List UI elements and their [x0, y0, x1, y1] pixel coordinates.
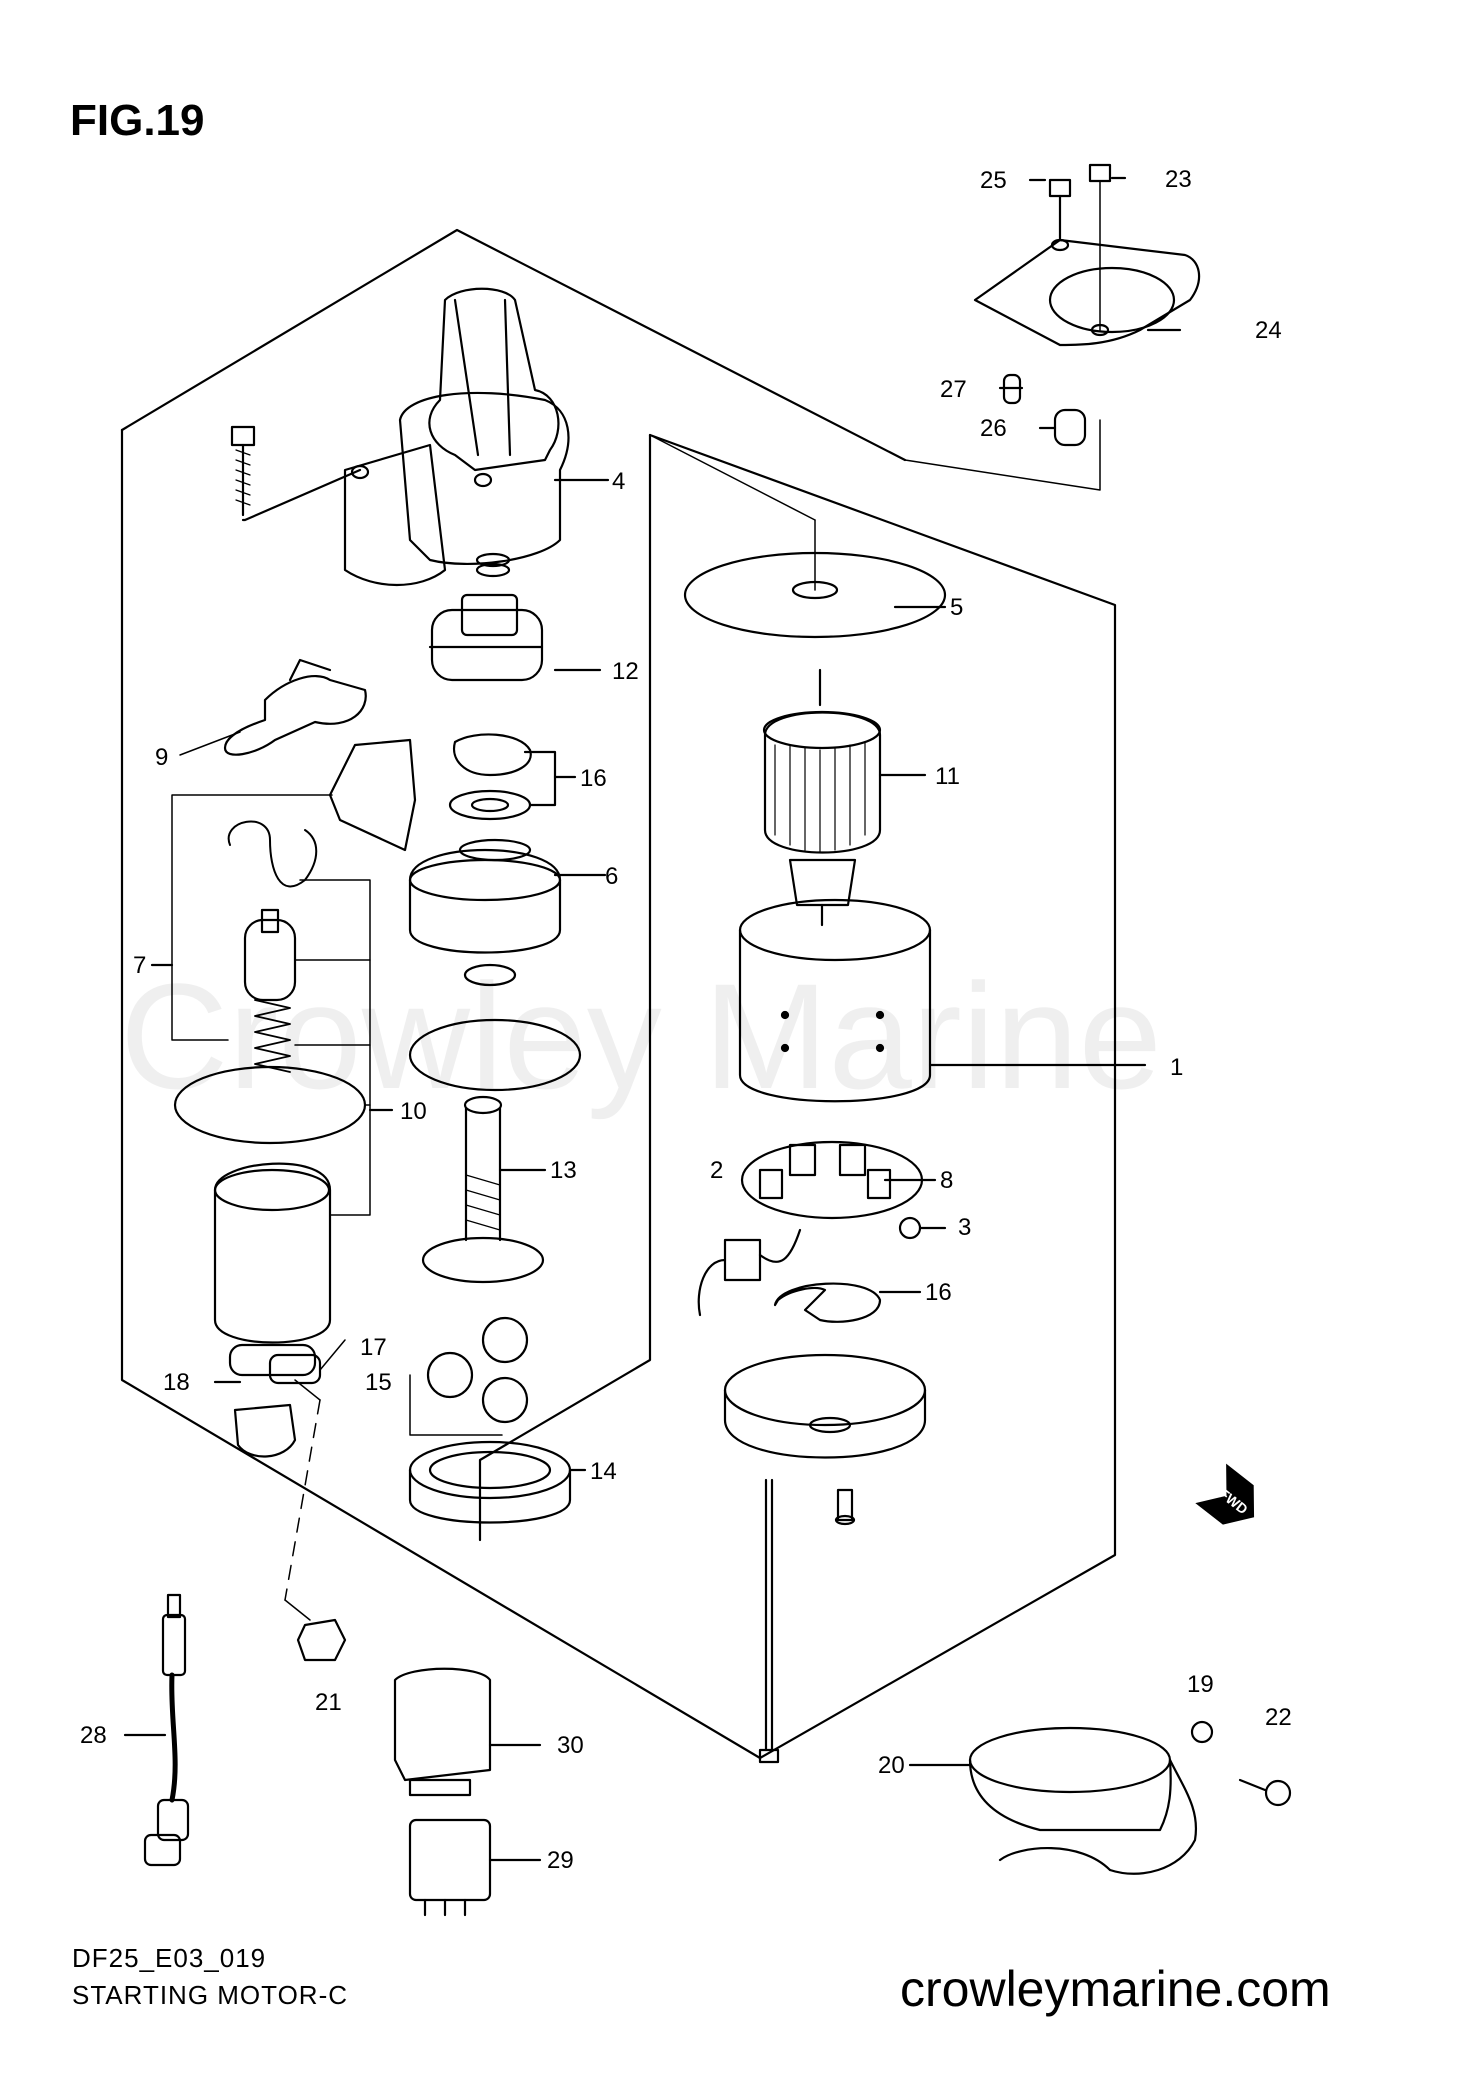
part-30-relay: [393, 1667, 492, 1797]
inner-outline: [478, 433, 652, 1542]
assembly-outline-right: [648, 433, 1117, 1760]
return-spring-wire: [227, 820, 318, 888]
callout-26: 26: [980, 415, 1007, 442]
part-10-bracket-lines: [299, 879, 371, 1216]
callout-1: 1: [1170, 1054, 1183, 1081]
callout-29: 29: [547, 1847, 574, 1874]
watermark: Crowley Marine: [120, 952, 1162, 1120]
model-code: DF25_E03_019: [72, 1943, 267, 1973]
callout-2: 2: [710, 1157, 723, 1184]
part-22-screw: [1238, 1778, 1292, 1807]
bolt-upper-left: [230, 425, 362, 522]
callout-12: 12: [612, 658, 639, 685]
part-15-planetary-gears: [409, 1316, 529, 1436]
part-6-washer: [463, 963, 517, 987]
part-6-gasket: [408, 1018, 582, 1092]
callout-27: 27: [940, 376, 967, 403]
callout-22: 22: [1265, 1704, 1292, 1731]
callout-7: 7: [133, 952, 146, 979]
part-13-pinion-shaft: [421, 1095, 545, 1284]
callout-11: 11: [935, 763, 960, 790]
part-16-circlip-washer: [448, 733, 532, 821]
callout-9: 9: [155, 744, 168, 771]
part-20-mounting-band: [968, 1726, 1198, 1875]
part-18-clip: [233, 1403, 297, 1458]
callout-19: 19: [1187, 1671, 1214, 1698]
diagram-caption: STARTING MOTOR-C: [72, 1980, 348, 2010]
through-bolt: [758, 1478, 780, 1764]
assembly-outline-left: [120, 428, 762, 1760]
part-16-lock-plate: [773, 1282, 882, 1323]
callout-4: 4: [612, 468, 625, 495]
part-25-bolt: [1048, 178, 1072, 242]
callout-3: 3: [958, 1214, 971, 1241]
part-24-bracket: [904, 238, 1201, 491]
solenoid-body: [213, 1162, 332, 1377]
callout-23: 23: [1165, 166, 1192, 193]
part-6-drive-housing: [408, 838, 562, 954]
callout-28: 28: [80, 1722, 107, 1749]
callout-16b: 16: [925, 1279, 952, 1306]
callout-8: 8: [940, 1167, 953, 1194]
part-2-brush-lead: [697, 1228, 802, 1317]
part-9-shift-lever: [179, 658, 367, 756]
part-29-relay: [408, 1818, 492, 1917]
callout-20: 20: [878, 1752, 905, 1779]
part-5-thrust-plate: [649, 434, 947, 639]
part-11-armature: [762, 668, 882, 927]
part-7-solenoid-bracket: [171, 738, 417, 1041]
part-28-wire-harness: [143, 1593, 190, 1867]
callout-10: 10: [400, 1098, 427, 1125]
plunger: [243, 908, 297, 1002]
part-4-housing: [343, 287, 570, 586]
fwd-direction-badge: FWD: [1195, 1463, 1255, 1525]
assembly-outline: [120, 228, 907, 462]
callout-14: 14: [590, 1458, 617, 1485]
leader-dashed: [284, 1399, 321, 1601]
part-1-yoke: [738, 898, 932, 1103]
callout-18: 18: [163, 1369, 190, 1396]
part-3-terminal-nut: [898, 1216, 922, 1240]
part-8-brush-holder: [740, 1140, 924, 1220]
callout-5: 5: [950, 594, 963, 621]
end-cover-screw: [834, 1488, 856, 1526]
figure-title: FIG.19: [70, 96, 205, 145]
callout-16a: 16: [580, 765, 607, 792]
callout-13: 13: [550, 1157, 577, 1184]
callout-6: 6: [605, 863, 618, 890]
callout-30: 30: [557, 1732, 584, 1759]
website-url: crowleymarine.com: [900, 1961, 1331, 2017]
callout-25: 25: [980, 167, 1007, 194]
part-23-bolt: [1088, 163, 1112, 331]
callout-15: 15: [365, 1369, 392, 1396]
callout-24: 24: [1255, 317, 1282, 344]
callout-labels: 1 2 3 4 5 6 7 8 9 10 11 12 13 14 15 16 1…: [80, 166, 1292, 1874]
callout-17: 17: [360, 1334, 387, 1361]
part-19-clamp-eye: [1190, 1720, 1214, 1744]
solenoid-cover-plate: [173, 1065, 367, 1145]
callout-21: 21: [315, 1689, 342, 1716]
part-12-pinion-gear: [428, 552, 544, 682]
plunger-spring: [254, 999, 291, 1073]
part-17-terminal: [268, 1339, 346, 1385]
part-21-nut: [296, 1618, 347, 1662]
part-26-collar: [1053, 408, 1087, 447]
end-cover: [723, 1353, 927, 1459]
